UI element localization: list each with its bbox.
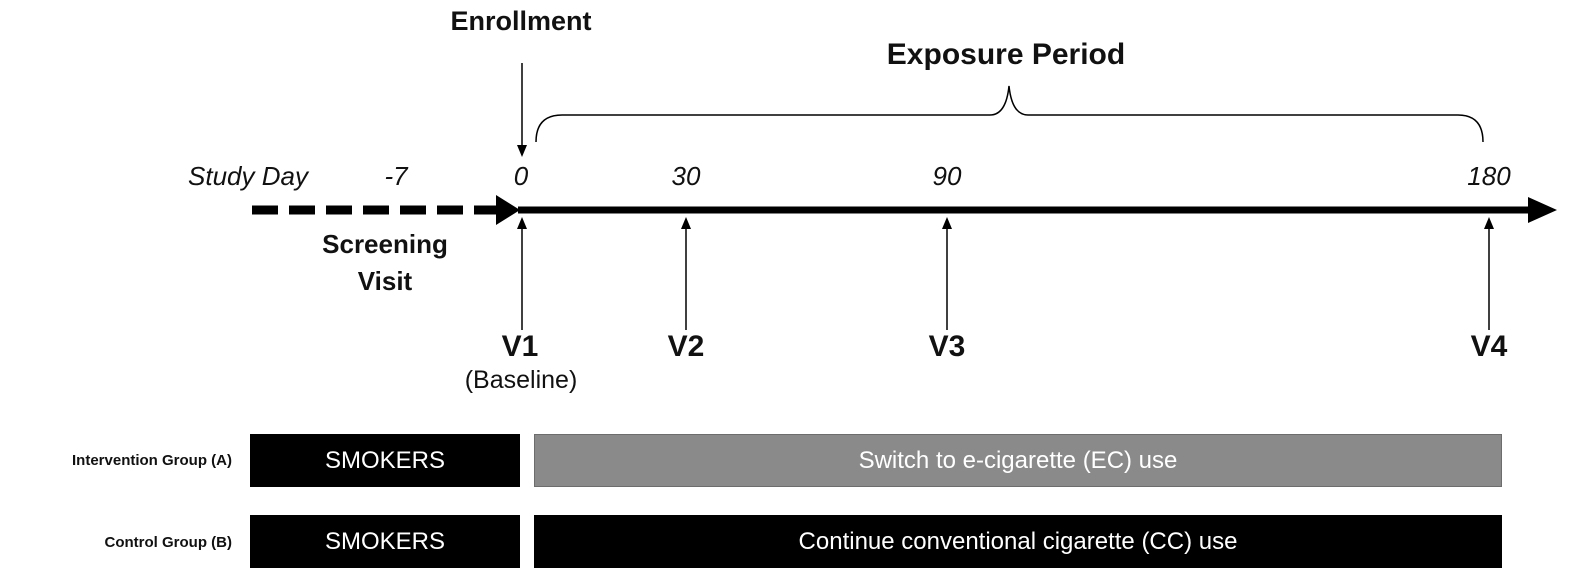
intervention-pre-bar: SMOKERS xyxy=(250,434,520,487)
day-tick-30: 30 xyxy=(671,161,701,191)
screening-label-line1: Screening xyxy=(322,229,448,259)
control-pre-text: SMOKERS xyxy=(324,527,446,555)
visit-arrow-v3 xyxy=(942,217,952,330)
enrollment-label: Enrollment xyxy=(450,6,592,36)
group-label-control: Control Group (B) xyxy=(104,534,232,551)
visit-arrow-v4 xyxy=(1484,217,1494,330)
screening-label-line2: Visit xyxy=(357,266,413,296)
visit-sub-v1: (Baseline) xyxy=(464,366,578,394)
control-post-text: Continue conventional cigarette (CC) use xyxy=(798,527,1238,555)
end-arrowhead xyxy=(1528,197,1557,223)
intervention-post-text: Switch to e-cigarette (EC) use xyxy=(858,446,1178,474)
visit-label-v4: V4 xyxy=(1470,330,1508,363)
visit-label-v3: V3 xyxy=(928,330,966,363)
group-label-intervention: Intervention Group (A) xyxy=(72,452,232,469)
day-tick-0: 0 xyxy=(513,161,529,191)
exposure-brace xyxy=(535,85,1484,143)
day-tick-180: 180 xyxy=(1467,161,1511,191)
visit-label-v2: V2 xyxy=(667,330,705,363)
intervention-pre-text: SMOKERS xyxy=(324,446,446,474)
enrollment-arrowhead xyxy=(517,145,527,157)
exposure-period-label: Exposure Period xyxy=(886,38,1126,71)
start-arrowhead xyxy=(496,195,520,225)
study-day-label: Study Day xyxy=(188,161,308,191)
control-pre-bar: SMOKERS xyxy=(250,515,520,568)
visit-arrow-v1 xyxy=(517,217,527,330)
control-post-bar: Continue conventional cigarette (CC) use xyxy=(534,515,1502,568)
intervention-post-bar: Switch to e-cigarette (EC) use xyxy=(534,434,1502,487)
day-tick-minus7: -7 xyxy=(384,161,408,191)
day-tick-90: 90 xyxy=(932,161,962,191)
visit-arrow-v2 xyxy=(681,217,691,330)
visit-label-v1: V1 xyxy=(501,330,539,363)
